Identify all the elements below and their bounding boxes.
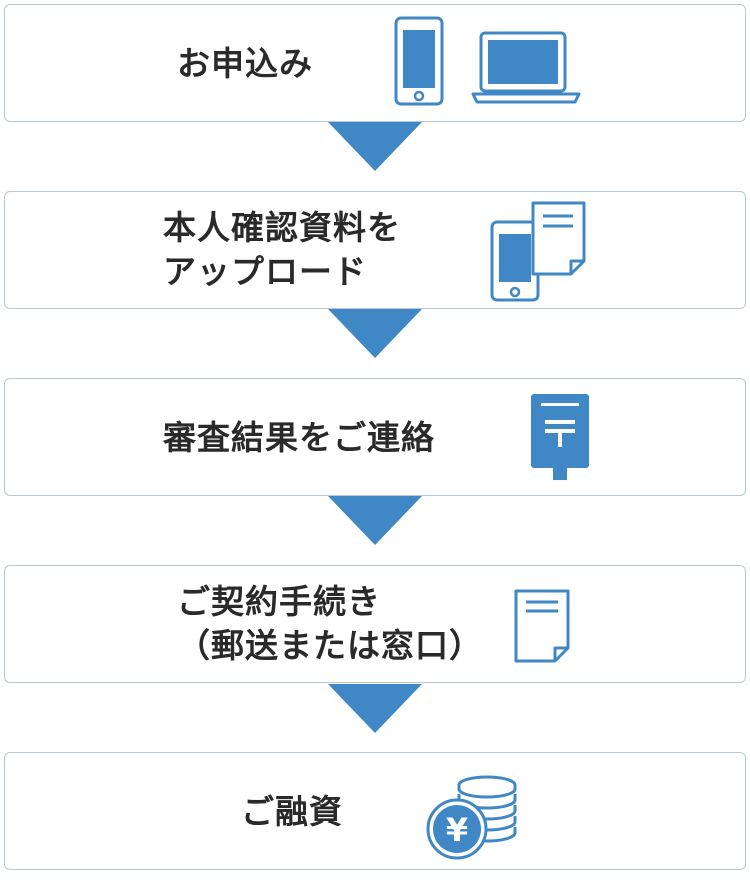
smartphone-laptop-icon: [394, 16, 581, 106]
arrow-down-icon: [328, 496, 422, 545]
step-label-line: ご融資: [241, 792, 343, 831]
postbox-icon: [531, 394, 589, 480]
step-label: お申込み: [177, 42, 313, 86]
step-contract-procedure: ご契約手続き （郵送または窓口）: [4, 565, 746, 683]
step-upload-documents: 本人確認資料を アップロード: [4, 191, 746, 309]
yen-coins-icon: ¥: [426, 775, 517, 860]
arrow-down-icon: [328, 684, 422, 733]
step-label: 本人確認資料を アップロード: [163, 206, 401, 294]
step-label-line: お申込み: [177, 44, 313, 83]
arrow-down-icon: [328, 309, 422, 358]
step-label-line: （郵送または窓口）: [177, 626, 483, 665]
step-label-line: アップロード: [163, 252, 367, 291]
step-label-line: ご契約手続き: [177, 582, 381, 621]
step-label: ご契約手続き （郵送または窓口）: [177, 580, 483, 668]
step-apply: お申込み: [4, 4, 746, 122]
document-icon: [514, 589, 570, 663]
step-label: 審査結果をご連絡: [163, 416, 435, 460]
svg-text:¥: ¥: [446, 811, 468, 849]
phone-document-icon: [490, 201, 586, 302]
arrow-down-icon: [328, 122, 422, 171]
step-screening-result: 審査結果をご連絡: [4, 378, 746, 496]
step-label-line: 審査結果をご連絡: [163, 418, 435, 457]
step-label-line: 本人確認資料を: [163, 208, 401, 247]
step-label: ご融資: [241, 790, 343, 834]
step-loan: ご融資 ¥: [4, 752, 746, 870]
